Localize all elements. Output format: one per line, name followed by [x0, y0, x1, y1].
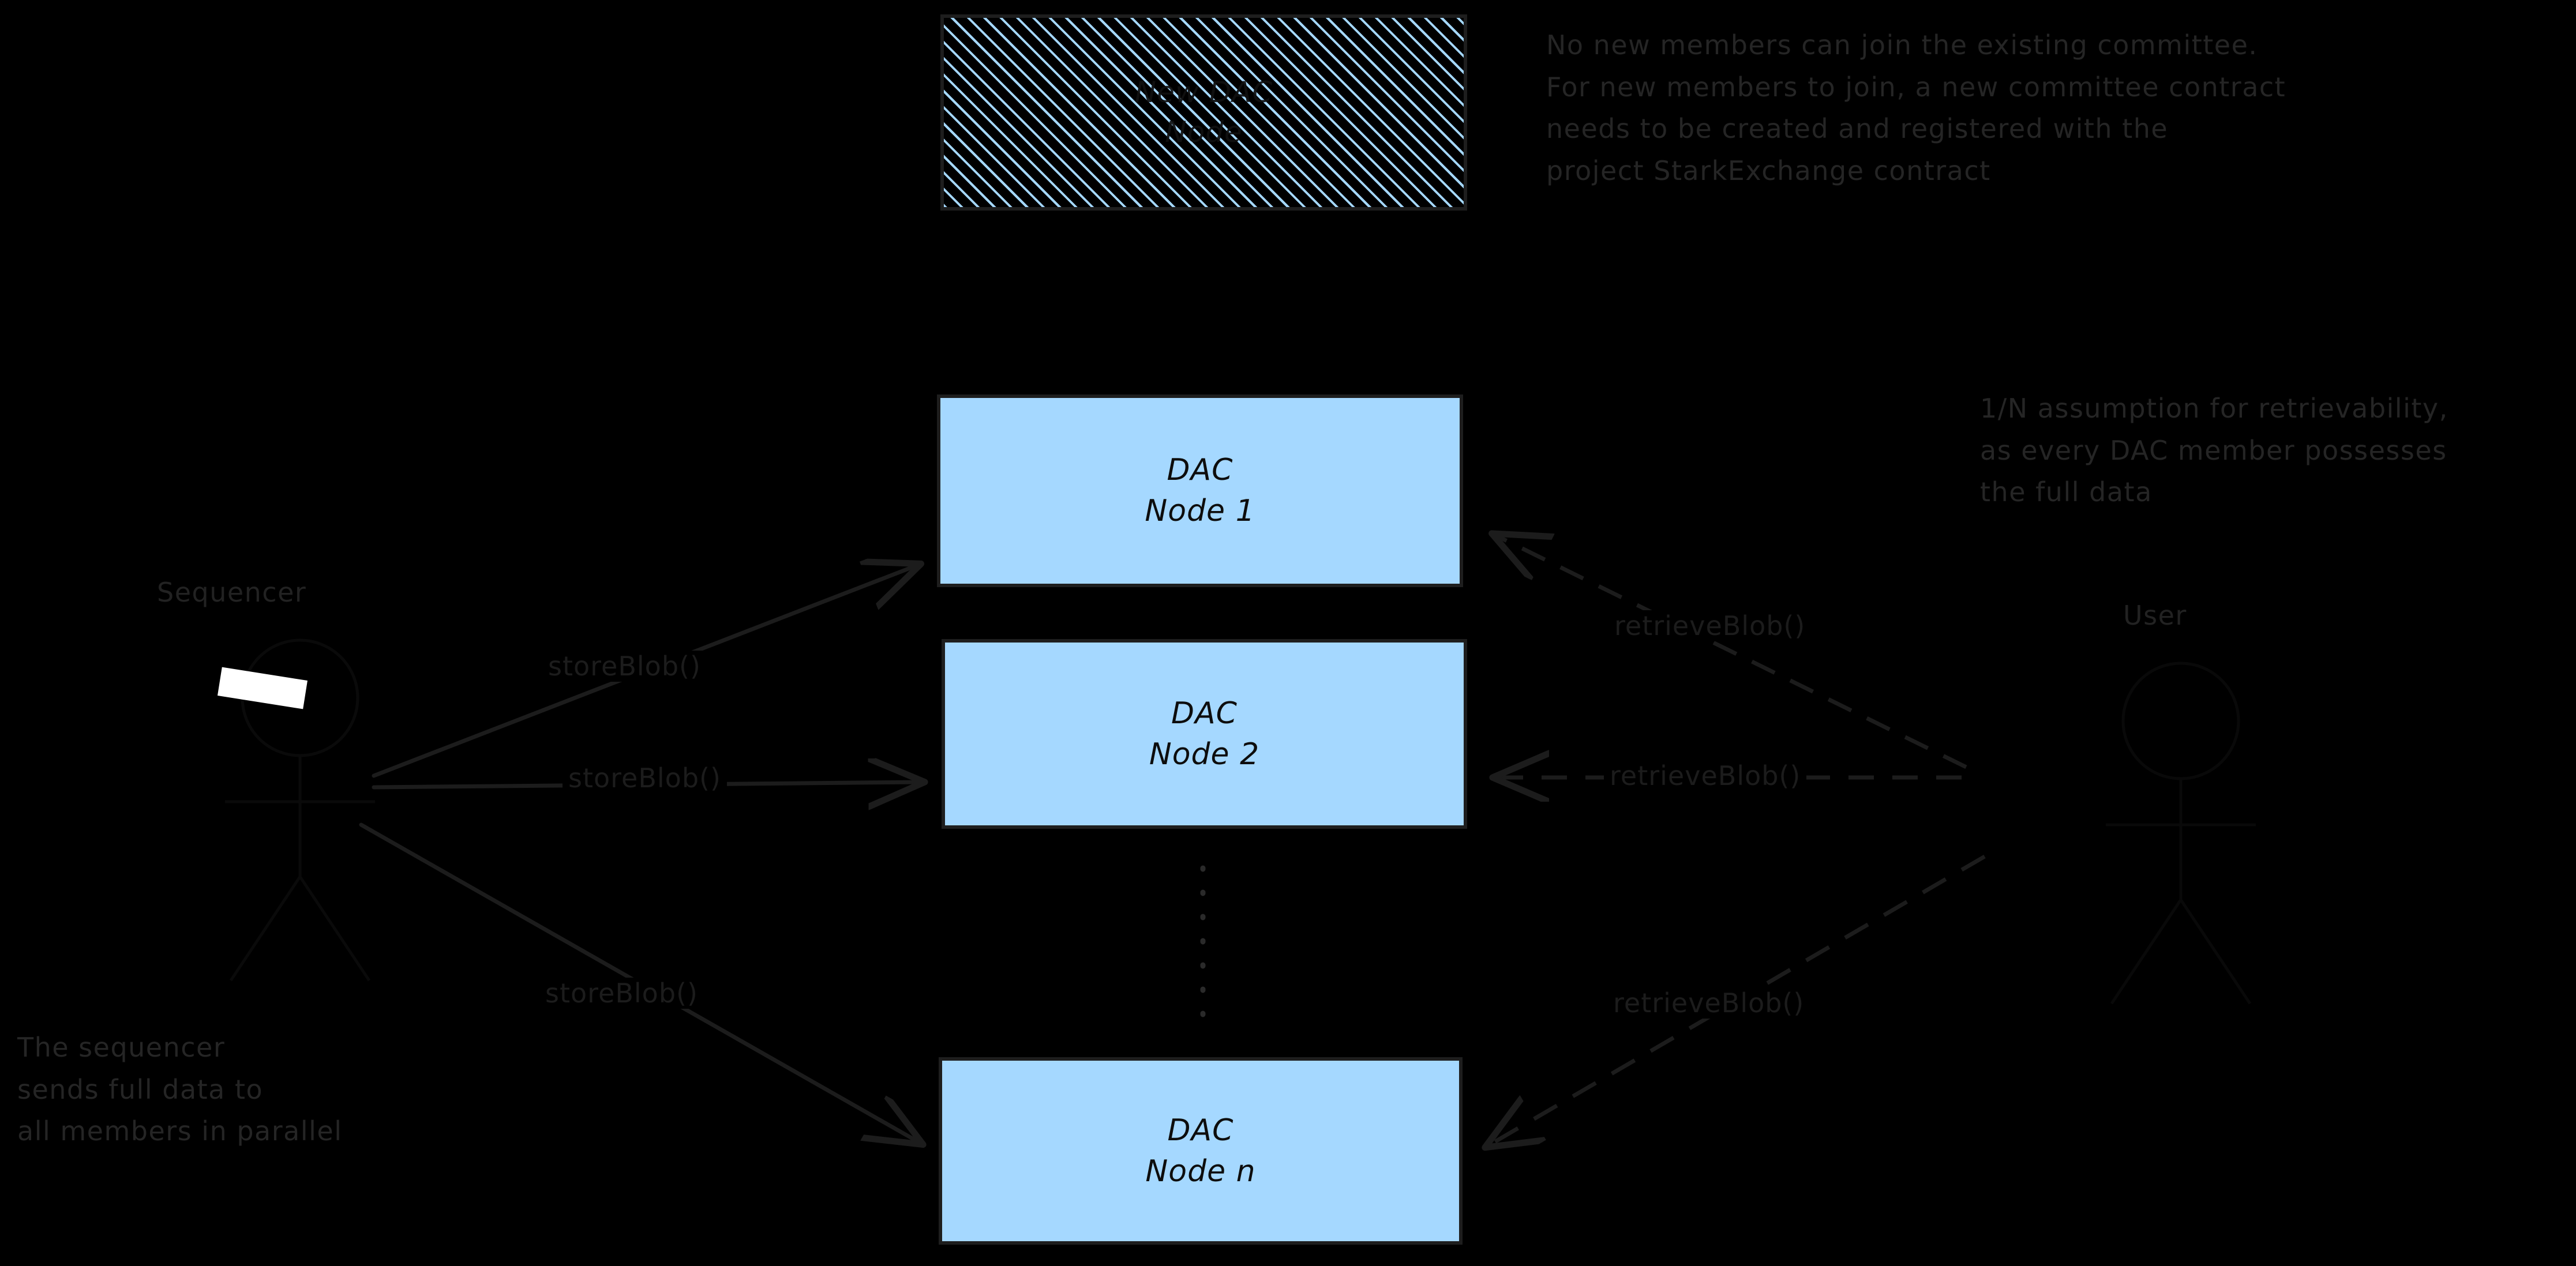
- user-label: User: [2123, 600, 2187, 631]
- dac-node-n-label-line-2: Node n: [1145, 1154, 1256, 1189]
- edge-label-store-blob-node-n: storeBlob(): [539, 978, 704, 1009]
- edge-label-retrieve-blob-node-n: retrieveBlob(): [1607, 987, 1810, 1019]
- dac-node-2-box[interactable]: DAC Node 2: [942, 639, 1467, 829]
- dac-node-2-label-line-1: DAC: [1171, 696, 1238, 731]
- edge-retrieve-blob-node-1: [1495, 535, 1967, 769]
- dac-node-n-label-line-1: DAC: [1167, 1113, 1234, 1148]
- edge-label-retrieve-blob-node-2: retrieveBlob(): [1604, 760, 1807, 791]
- dac-node-1-box[interactable]: DAC Node 1: [937, 395, 1463, 587]
- new-dac-node-label-line-2: Node: [1165, 115, 1243, 149]
- note-retrievability: 1/N assumption for retrievability, as ev…: [1980, 393, 2448, 508]
- sequencer-label: Sequencer: [157, 577, 307, 608]
- edge-label-retrieve-blob-node-1: retrieveBlob(): [1608, 610, 1812, 641]
- dac-node-2-label-line-2: Node 2: [1149, 737, 1260, 772]
- user-actor-figure: [2106, 662, 2256, 1005]
- dac-node-1-label-line-1: DAC: [1167, 453, 1233, 488]
- edge-label-store-blob-node-2: storeBlob(): [563, 762, 727, 794]
- edge-label-store-blob-node-1: storeBlob(): [542, 651, 707, 682]
- dac-node-n-box[interactable]: DAC Node n: [939, 1057, 1463, 1245]
- note-sequencer-parallel: The sequencer sends full data to all mem…: [17, 1032, 343, 1147]
- dac-node-1-label-line-2: Node 1: [1145, 494, 1255, 528]
- new-dac-node-label-line-1: New DAC: [1134, 76, 1273, 109]
- note-committee: No new members can join the existing com…: [1546, 29, 2286, 187]
- new-dac-node-box[interactable]: New DAC Node: [940, 14, 1467, 211]
